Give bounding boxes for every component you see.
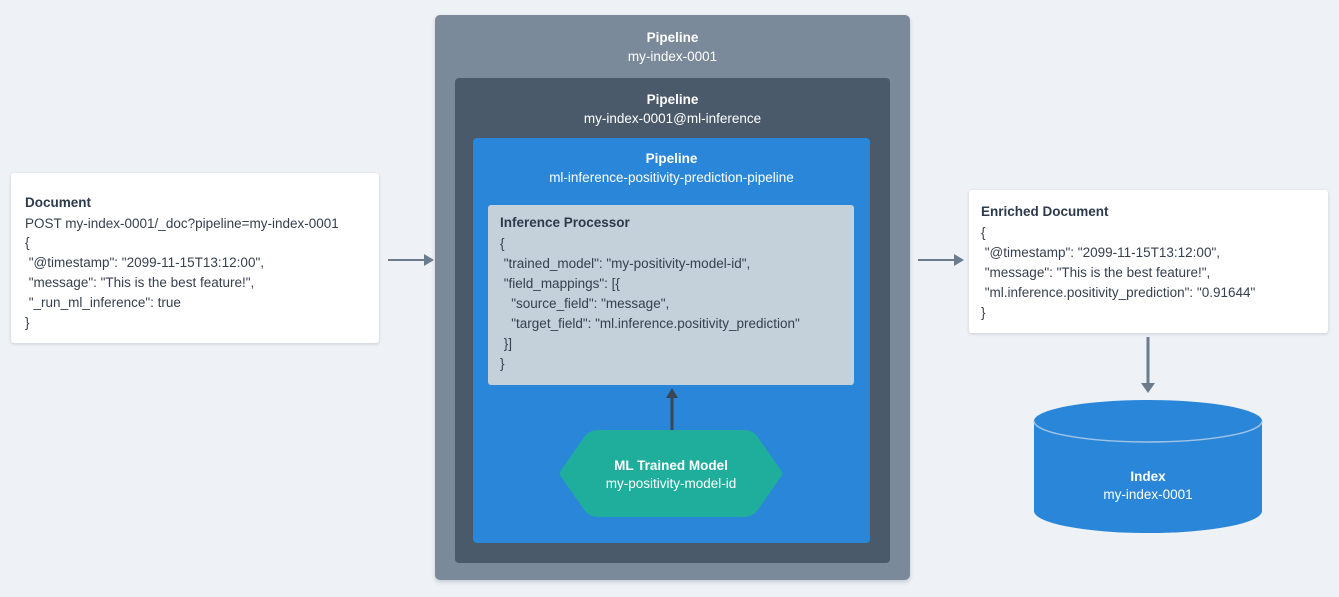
document-line-4: "_run_ml_inference": true bbox=[25, 295, 181, 310]
document-line-2: "@timestamp": "2099-11-15T13:12:00", bbox=[25, 255, 264, 270]
enriched-document-card: Enriched Document { "@timestamp": "2099-… bbox=[969, 190, 1328, 333]
pipeline-middle-name: my-index-0001@ml-inference bbox=[583, 111, 762, 126]
pipeline-outer-box: Pipeline my-index-0001 Pipeline my-index… bbox=[435, 15, 910, 580]
arrow-ml-model-to-processor bbox=[664, 388, 680, 433]
inference-processor-line-1: "trained_model": "my-positivity-model-id… bbox=[500, 256, 751, 271]
pipeline-inner-box: Pipeline ml-inference-positivity-predict… bbox=[473, 138, 870, 543]
arrow-enriched-document-to-index bbox=[1139, 337, 1157, 393]
enriched-document-line-0: { bbox=[981, 225, 986, 240]
pipeline-middle-box: Pipeline my-index-0001@ml-inference Pipe… bbox=[455, 78, 890, 563]
enriched-document-line-3: "ml.inference.positivity_prediction": "0… bbox=[981, 285, 1256, 300]
pipeline-outer-name: my-index-0001 bbox=[627, 49, 718, 64]
enriched-document-line-4: } bbox=[981, 305, 986, 320]
document-title: Document bbox=[25, 195, 92, 210]
document-line-1: { bbox=[25, 235, 30, 250]
pipeline-middle-heading: Pipeline bbox=[646, 92, 699, 107]
inference-processor-line-5: }] bbox=[500, 336, 513, 351]
arrow-pipeline-to-enriched-document bbox=[918, 248, 964, 272]
document-line-0: POST my-index-0001/_doc?pipeline=my-inde… bbox=[25, 216, 339, 231]
document-line-5: } bbox=[25, 315, 30, 330]
inference-processor-title: Inference Processor bbox=[500, 215, 630, 230]
inference-processor-panel: Inference Processor { "trained_model": "… bbox=[488, 205, 854, 385]
arrow-document-to-pipeline bbox=[388, 248, 434, 272]
inference-processor-line-6: } bbox=[500, 356, 505, 371]
inference-processor-line-4: "target_field": "ml.inference.positivity… bbox=[500, 316, 800, 331]
enriched-document-line-2: "message": "This is the best feature!", bbox=[981, 265, 1211, 280]
pipeline-inner-name: ml-inference-positivity-prediction-pipel… bbox=[549, 170, 794, 185]
inference-processor-line-3: "source_field": "message", bbox=[500, 296, 670, 311]
document-card: Document POST my-index-0001/_doc?pipelin… bbox=[11, 173, 379, 343]
pipeline-inner-heading: Pipeline bbox=[645, 151, 698, 166]
document-line-3: "message": "This is the best feature!", bbox=[25, 275, 255, 290]
enriched-document-line-1: "@timestamp": "2099-11-15T13:12:00", bbox=[981, 245, 1220, 260]
pipeline-outer-heading: Pipeline bbox=[646, 30, 699, 45]
ml-trained-model-shape: ML Trained Model my-positivity-model-id bbox=[558, 428, 784, 519]
inference-processor-line-2: "field_mappings": [{ bbox=[500, 276, 620, 291]
enriched-document-title: Enriched Document bbox=[981, 204, 1109, 219]
index-cylinder: Index my-index-0001 bbox=[1033, 399, 1263, 533]
inference-processor-line-0: { bbox=[500, 236, 505, 251]
